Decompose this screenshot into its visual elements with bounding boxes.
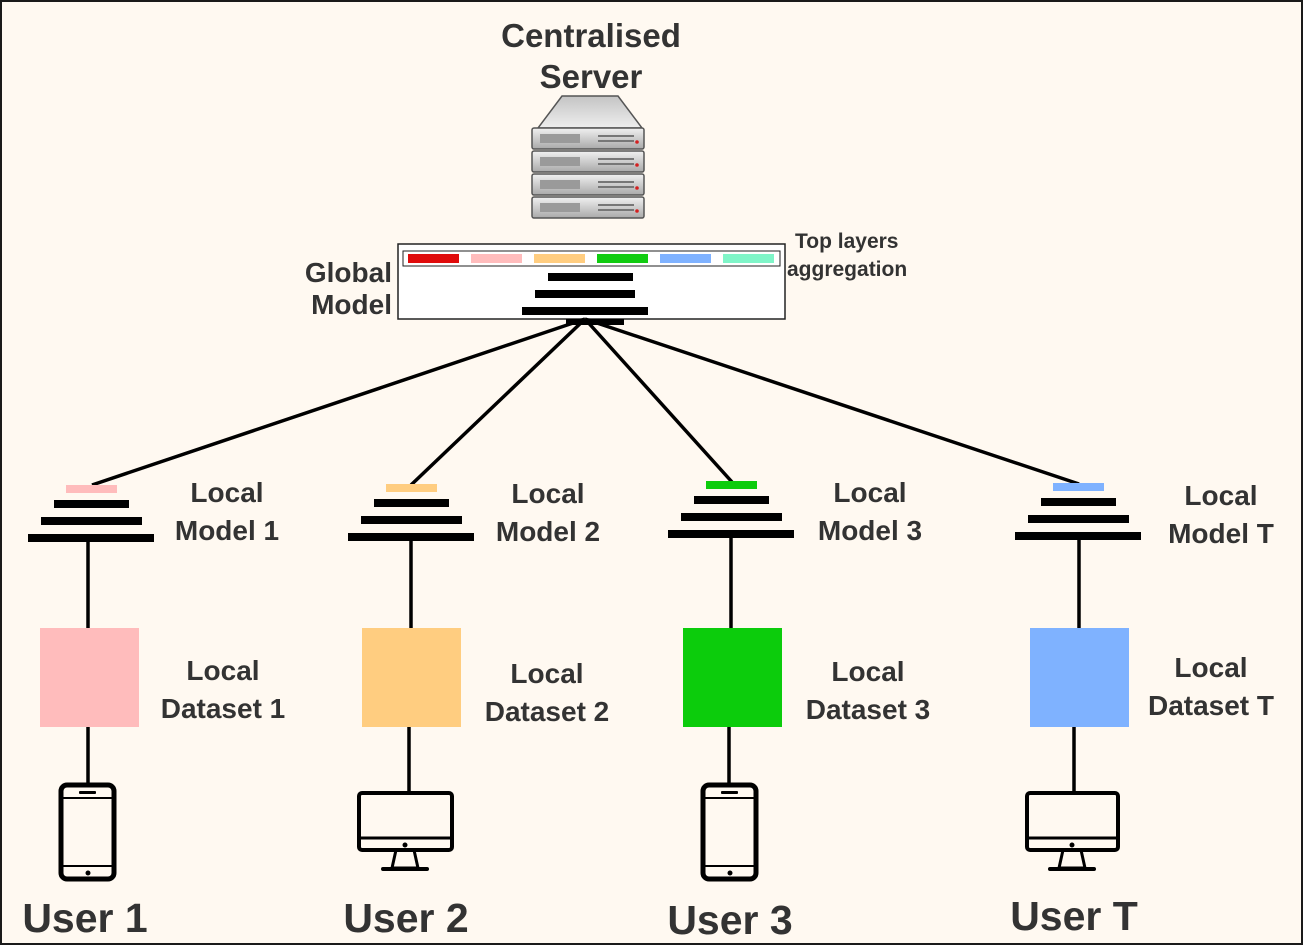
local-top-layer-t (1053, 483, 1104, 491)
server-title-line2: Server (540, 58, 643, 95)
global-top-layer-segment (471, 254, 522, 263)
global-layer-bar (535, 290, 635, 298)
global-model-label-line1: Global (305, 257, 392, 288)
connection-line (409, 317, 587, 487)
local-dataset-1-label-line2: Dataset 1 (161, 693, 286, 724)
global-model-box (397, 243, 786, 320)
global-top-layer-segment (723, 254, 774, 263)
global-top-layers (408, 254, 774, 263)
local-dataset-2 (362, 628, 461, 727)
aggregation-label-line1: Top layers (795, 230, 898, 253)
client-1: Local Model 1 Local Dataset 1 User 1 (22, 477, 285, 941)
connections (91, 317, 1080, 487)
local-model-1-label-line2: Model 1 (175, 515, 279, 546)
local-dataset-t-label-line2: Dataset T (1148, 690, 1274, 721)
local-dataset-3-label-line2: Dataset 3 (806, 694, 931, 725)
aggregation-label-line2: aggregation (787, 258, 907, 281)
connection-line (583, 317, 734, 484)
local-model-2-label-line1: Local (511, 478, 584, 509)
connection-line (91, 317, 586, 487)
local-layer-bar (1015, 532, 1141, 540)
local-layer-bar (374, 499, 449, 507)
global-model (397, 243, 786, 325)
local-layer-bar (668, 530, 794, 538)
local-model-t-label-line1: Local (1184, 480, 1257, 511)
local-layer-bar (681, 513, 782, 521)
local-layer-bar (1041, 498, 1116, 506)
local-dataset-1-label-line1: Local (186, 655, 259, 686)
local-dataset-1 (40, 628, 139, 727)
local-model-3-label-line2: Model 3 (818, 515, 922, 546)
desktop-monitor-icon (1025, 791, 1120, 871)
client-t: Local Model T Local Dataset T User T (1010, 480, 1274, 939)
local-layer-bar (361, 516, 462, 524)
local-layer-bar (1028, 515, 1129, 523)
server-rack-icon (531, 95, 645, 219)
local-layer-bar (694, 496, 769, 504)
connection-line (584, 317, 1080, 486)
local-layer-bar (41, 517, 142, 525)
local-dataset-3 (683, 628, 782, 727)
local-layer-bar (348, 533, 474, 541)
top-layers-frame (402, 250, 781, 267)
global-top-layer-segment (597, 254, 648, 263)
local-dataset-t (1030, 628, 1129, 727)
user-t-label: User T (1010, 893, 1138, 939)
local-layer-bar (28, 534, 154, 542)
local-model-1-label-line1: Local (190, 477, 263, 508)
user-1-label: User 1 (22, 895, 147, 941)
local-model-2-label-line2: Model 2 (496, 516, 600, 547)
local-top-layer-3 (706, 481, 757, 489)
local-dataset-3-label-line1: Local (831, 656, 904, 687)
client-2: Local Model 2 Local Dataset 2 User 2 (343, 478, 609, 941)
local-dataset-t-label-line1: Local (1174, 652, 1247, 683)
global-top-layer-segment (660, 254, 711, 263)
client-3: Local Model 3 Local Dataset 3 User 3 (667, 477, 930, 943)
local-top-layer-2 (386, 484, 437, 492)
local-dataset-2-label-line2: Dataset 2 (485, 696, 610, 727)
local-model-t-label-line2: Model T (1168, 518, 1274, 549)
smartphone-icon (58, 782, 117, 882)
global-layer-bar (522, 307, 648, 315)
desktop-monitor-icon (357, 791, 454, 871)
user-2-label: User 2 (343, 895, 468, 941)
user-3-label: User 3 (667, 897, 792, 943)
global-model-label-line2: Model (311, 289, 392, 320)
server-title-line1: Centralised (501, 17, 681, 54)
local-top-layer-1 (66, 485, 117, 493)
global-top-layer-segment (408, 254, 459, 263)
local-model-3-label-line1: Local (833, 477, 906, 508)
local-dataset-2-label-line1: Local (510, 658, 583, 689)
global-layer-bar (548, 273, 633, 281)
local-layer-bar (54, 500, 129, 508)
smartphone-icon (700, 782, 759, 882)
global-top-layer-segment (534, 254, 585, 263)
